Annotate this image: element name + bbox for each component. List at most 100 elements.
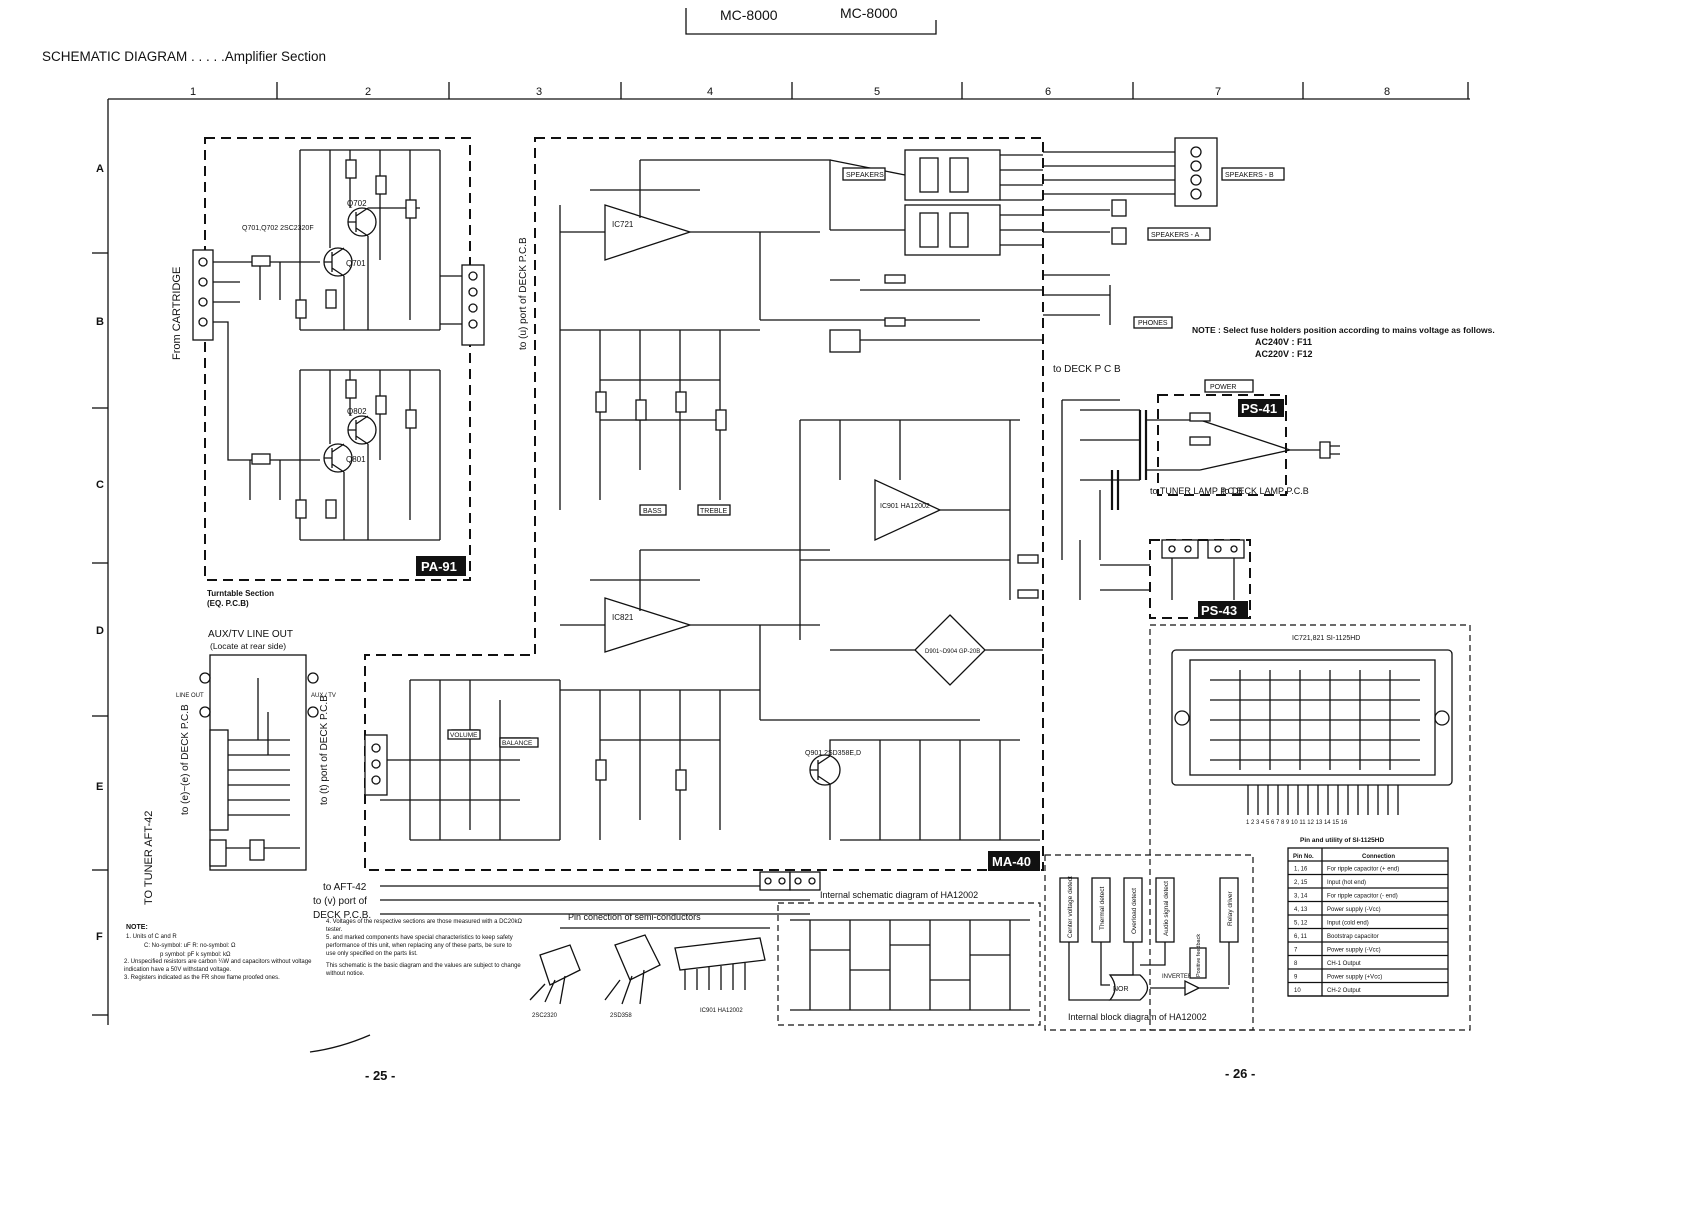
block-relay-driver: Relay driver bbox=[1227, 890, 1234, 926]
aux-tv-label: AUX / TV bbox=[311, 693, 336, 699]
to-deck-lamp-label: to DECK LAMP P.C.B bbox=[1222, 486, 1309, 496]
grid-row-ticks bbox=[92, 252, 108, 1016]
pin-table: Pin and utility of SI-1125HD Pin No. Con… bbox=[1287, 837, 1449, 997]
page-number-left: - 25 - bbox=[365, 1068, 395, 1083]
pin-table-cell-pin: 6, 11 bbox=[1294, 934, 1308, 940]
power-switch-label: POWER bbox=[1210, 384, 1236, 391]
block-audio-signal: Audio signal detect bbox=[1163, 881, 1170, 936]
inverter-label: INVERTER bbox=[1162, 974, 1193, 980]
fuse-note-text: NOTE : Select fuse holders position acco… bbox=[1192, 325, 1495, 335]
note-right-5: 5. and marked components have special ch… bbox=[326, 935, 513, 957]
note-right-6: This schematic is the basic diagram and … bbox=[326, 963, 521, 977]
grid-col-2: 2 bbox=[365, 86, 371, 98]
semi-part-ic901: IC901 HA12002 bbox=[700, 1008, 743, 1014]
pa91-label: PA-91 bbox=[421, 559, 457, 574]
pin-table-cell-connection: For ripple capacitor (+ end) bbox=[1327, 867, 1399, 873]
note-left-5: 3. Registers indicated as the FR show fl… bbox=[124, 975, 280, 981]
ic-pins-caption: 1 2 3 4 5 6 7 8 9 10 11 12 13 14 15 16 bbox=[1246, 820, 1348, 826]
q901-label: Q901 2SD358E,D bbox=[805, 750, 861, 757]
nor-gate-label: NOR bbox=[1113, 986, 1129, 993]
pin-table-cell-pin: 10 bbox=[1294, 988, 1301, 994]
pin-table-cell-connection: Input (cold end) bbox=[1327, 921, 1369, 927]
grid-col-6: 6 bbox=[1045, 86, 1051, 98]
speakers-a-label: SPEAKERS - A bbox=[1151, 232, 1200, 239]
volume-label: VOLUME bbox=[450, 732, 478, 739]
pin-table-cell-connection: For ripple capacitor (- end) bbox=[1327, 894, 1398, 900]
pin-table-cell-connection: Bootstrap capacitor bbox=[1327, 934, 1379, 940]
line-out-label: LINE OUT bbox=[176, 693, 204, 699]
to-tuner-label: TO TUNER AFT-42 bbox=[143, 811, 155, 905]
pin-table-cell-pin: 9 bbox=[1294, 975, 1298, 981]
grid-col-1: 1 bbox=[190, 86, 196, 98]
to-deck-port-t-label: to (t) port of DECK P.C.B bbox=[319, 695, 330, 805]
page-number-right: - 26 - bbox=[1225, 1066, 1255, 1081]
ps41-badge bbox=[1238, 399, 1284, 417]
note-right-4: 4. Voltages of the respective sections a… bbox=[326, 919, 522, 933]
balance-label: BALANCE bbox=[502, 740, 533, 747]
grid-row-d: D bbox=[96, 625, 104, 637]
phones-label: PHONES bbox=[1138, 320, 1168, 327]
ps43-badge bbox=[1198, 601, 1248, 619]
semi-part-2sd358: 2SD358 bbox=[610, 1013, 632, 1019]
model-label-right: MC-8000 bbox=[840, 5, 898, 21]
from-cartridge-label: From CARTRIDGE bbox=[171, 267, 183, 360]
pin-table-cell-pin: 2, 15 bbox=[1294, 880, 1308, 886]
block-diagram-caption: Internal block diagram of HA12002 bbox=[1068, 1012, 1207, 1022]
grid-row-c: C bbox=[96, 479, 104, 491]
to-tuner-lamp-label: to TUNER LAMP P.C.B bbox=[1150, 486, 1243, 496]
ps43-label: PS-43 bbox=[1201, 603, 1237, 618]
ic-package-section: IC721,821 SI-1125HD 1 2 3 4 5 6 7 8 9 10… bbox=[1149, 624, 1471, 1031]
pin-table-cell-pin: 3, 14 bbox=[1294, 894, 1308, 900]
grid-row-f: F bbox=[96, 931, 103, 943]
to-deck-port-u-label: to (u) port of DECK P.C.B bbox=[518, 237, 529, 350]
q701-label: Q701 bbox=[346, 259, 366, 268]
pen-stroke bbox=[309, 1034, 371, 1053]
semis-section: Pin conection of semi-conductors 2SC2320… bbox=[529, 912, 770, 1019]
ps41-section: to DECK P C B POWER PS-41 bbox=[1053, 364, 1340, 600]
model-label-left: MC-8000 bbox=[720, 7, 778, 23]
speakers-b-label: SPEAKERS - B bbox=[1225, 172, 1274, 179]
to-deck-pcb-e-label: to (e)~(e) of DECK P.C.B bbox=[180, 704, 191, 815]
ma40-section: SPEAKERS BASS TREBLE VOLUME BALANCE IC72… bbox=[364, 137, 1044, 871]
grid-row-e: E bbox=[96, 781, 103, 793]
q702-label: Q702 bbox=[347, 199, 367, 208]
grid-col-5: 5 bbox=[874, 86, 880, 98]
ma40-badge bbox=[988, 851, 1040, 871]
notes-section: NOTE: 1. Units of C and R C: No-symbol: … bbox=[124, 919, 522, 981]
fuse-note-ac240: AC240V : F11 bbox=[1255, 337, 1312, 347]
block-thermal: Thermal detect bbox=[1099, 886, 1106, 930]
to-deck-pcb-label: to DECK P C B bbox=[1053, 364, 1121, 375]
pin-table-header-connection: Connection bbox=[1362, 854, 1395, 860]
pin-table-cell-pin: 5, 12 bbox=[1294, 921, 1308, 927]
pin-table-cell-pin: 4, 13 bbox=[1294, 907, 1308, 913]
internal-schematic: Internal schematic diagram of HA12002 bbox=[777, 890, 1041, 1026]
note-left-2: C: No-symbol: uF R: no-symbol: Ω bbox=[144, 943, 236, 949]
pin-table-cell-pin: 7 bbox=[1294, 948, 1298, 954]
turntable-section-label: Turntable Section bbox=[207, 589, 274, 598]
ma40-label: MA-40 bbox=[992, 854, 1031, 869]
grid-row-a: A bbox=[96, 163, 104, 175]
ic901-label: IC901 HA12002 bbox=[880, 503, 930, 510]
page-title: SCHEMATIC DIAGRAM . . . . .Amplifier Sec… bbox=[42, 49, 326, 64]
pin-table-cell-connection: Power supply (-Vcc) bbox=[1327, 907, 1381, 913]
eq-pcb-label: (EQ. P.C.B) bbox=[207, 599, 249, 608]
fuse-note-ac220: AC220V : F12 bbox=[1255, 349, 1313, 359]
locate-rear-label: (Locate at rear side) bbox=[210, 641, 286, 651]
ps41-label: PS-41 bbox=[1241, 401, 1277, 416]
internal-schematic-caption: Internal schematic diagram of HA12002 bbox=[820, 890, 978, 900]
ic-package-title: IC721,821 SI-1125HD bbox=[1292, 635, 1360, 642]
positive-feedback-label: Positive feedback bbox=[1196, 934, 1202, 977]
deck-pcb-label: DECK P.C.B. bbox=[313, 910, 371, 921]
q801-label: Q801 bbox=[346, 455, 366, 464]
pin-table-caption: Pin and utility of SI-1125HD bbox=[1300, 837, 1384, 844]
d901-904-label: D901~D904 GP-20B bbox=[925, 649, 980, 655]
notes-title: NOTE: bbox=[126, 924, 148, 931]
grid-col-7: 7 bbox=[1215, 86, 1221, 98]
pin-table-cell-pin: 8 bbox=[1294, 961, 1298, 967]
note-left-1: 1. Units of C and R bbox=[126, 934, 177, 940]
q701-q702-type: Q701,Q702 2SC2320F bbox=[242, 225, 314, 232]
speakers-switch-label: SPEAKERS bbox=[846, 172, 884, 179]
ic721-label: IC721 bbox=[612, 220, 634, 229]
bass-label: BASS bbox=[643, 508, 662, 515]
